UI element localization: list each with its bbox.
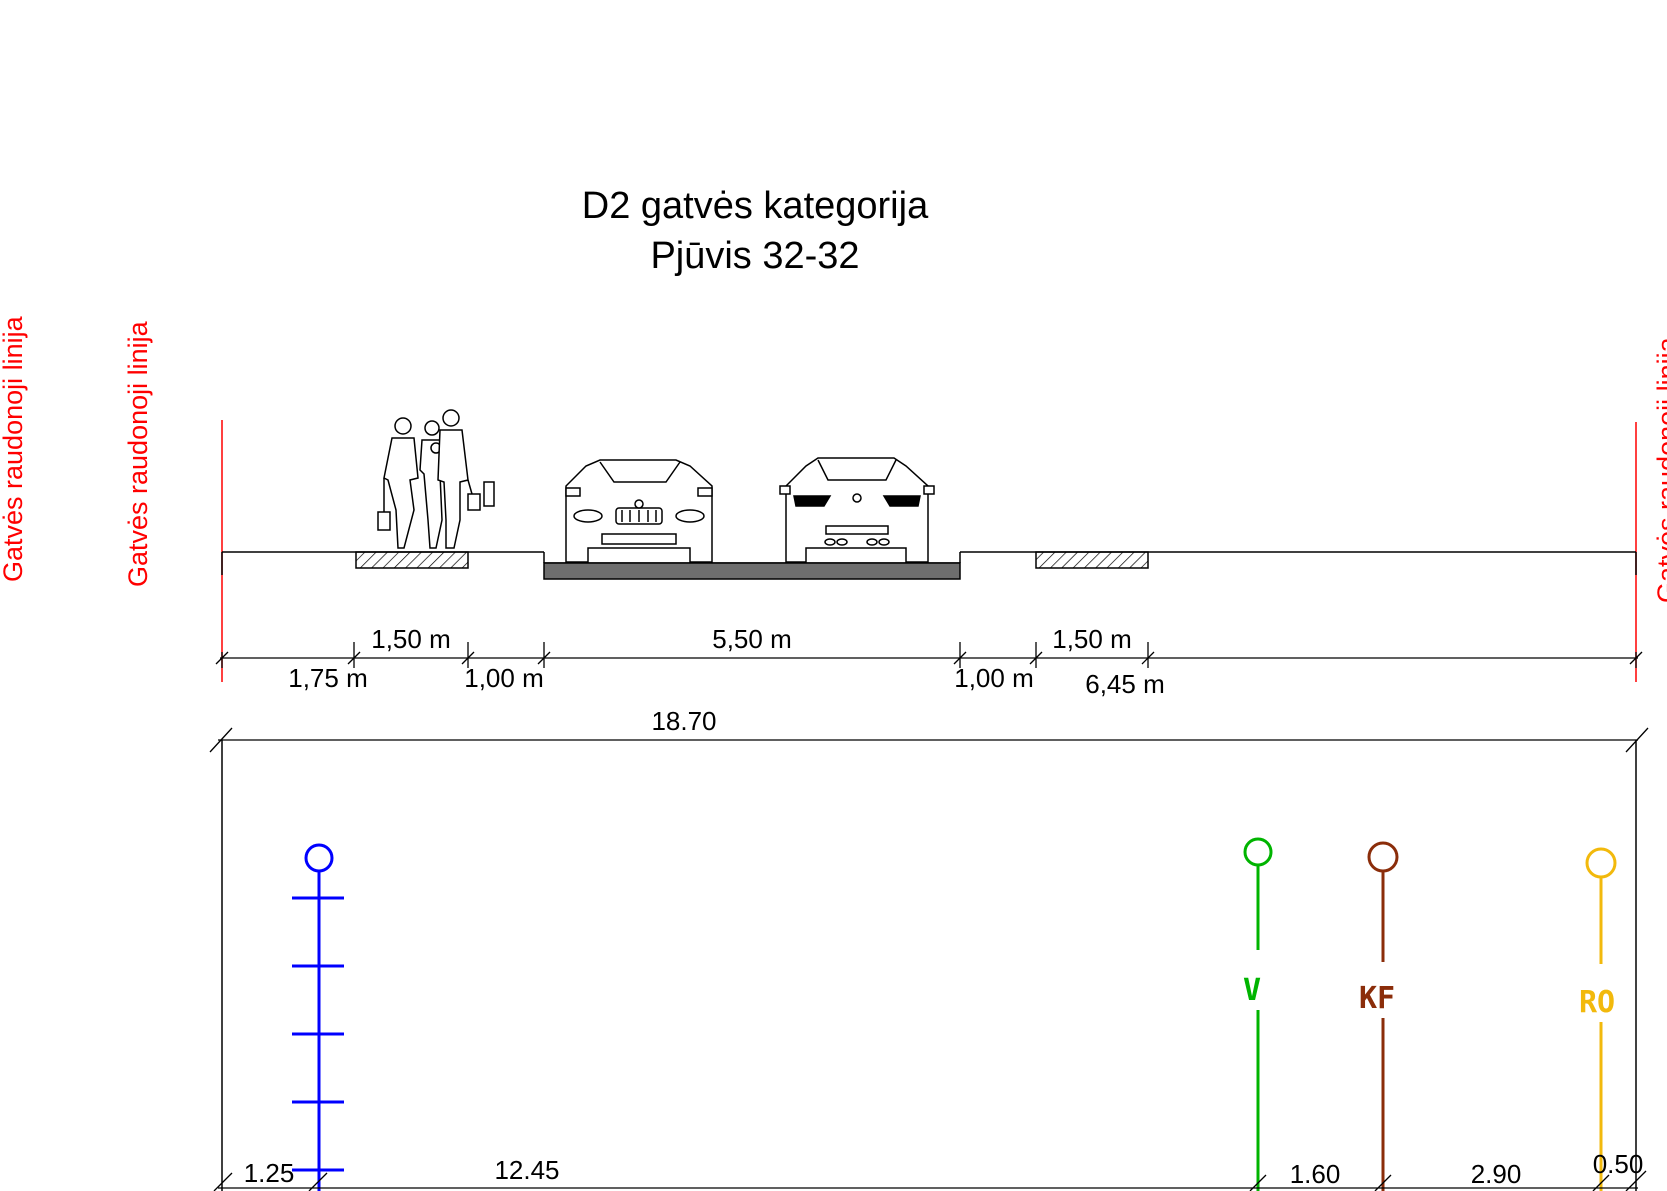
utility-dim-5: 0.50 <box>1593 1149 1644 1179</box>
dim-total-width: 18.70 <box>651 706 716 736</box>
red-line-label-left: Gatvės raudonoji linija <box>123 320 153 587</box>
red-line-label-right: Gatvės raudonoji linija <box>1652 336 1667 603</box>
dim-sidewalk-right: 1,50 m <box>1052 624 1132 654</box>
utility-dim-2: 12.45 <box>494 1155 559 1185</box>
blue-utility-line <box>292 843 344 1191</box>
utility-dim-1: 1.25 <box>244 1158 295 1188</box>
dim-sidewalk-left: 1,50 m <box>371 624 451 654</box>
utility-dimension-line <box>213 1170 1647 1191</box>
water-utility-label: V <box>1243 973 1261 1008</box>
sidewalk-right <box>1035 551 1149 569</box>
underground-frame <box>221 740 1637 1191</box>
storm-utility-line <box>1585 847 1617 1191</box>
car-rear-icon <box>779 457 935 563</box>
utility-dim-3: 1.60 <box>1290 1159 1341 1189</box>
carriageway-asphalt <box>543 562 961 580</box>
sewer-utility-line <box>1367 841 1399 1191</box>
title-line-1: D2 gatvės kategorija <box>582 185 929 227</box>
sewer-utility-label: KF <box>1359 981 1395 1016</box>
water-utility-line <box>1243 837 1273 1191</box>
red-line-label-far-left: Gatvės raudonoji linija <box>0 315 28 582</box>
car-front-icon <box>565 459 713 563</box>
pedestrians-icon <box>377 409 495 549</box>
dim-right-buffer: 1,00 m <box>954 663 1034 693</box>
dim-left-verge: 1,75 m <box>288 663 368 693</box>
dim-right-verge: 6,45 m <box>1085 669 1165 699</box>
utility-dim-4: 2.90 <box>1471 1159 1522 1189</box>
dim-left-buffer: 1,00 m <box>464 663 544 693</box>
dimension-line-total <box>209 727 1649 753</box>
dimension-line-upper <box>215 642 1643 668</box>
sidewalk-left <box>355 551 469 569</box>
title-line-2: Pjūvis 32-32 <box>650 235 859 277</box>
storm-utility-label: RO <box>1579 985 1615 1020</box>
dim-carriageway: 5,50 m <box>712 624 792 654</box>
